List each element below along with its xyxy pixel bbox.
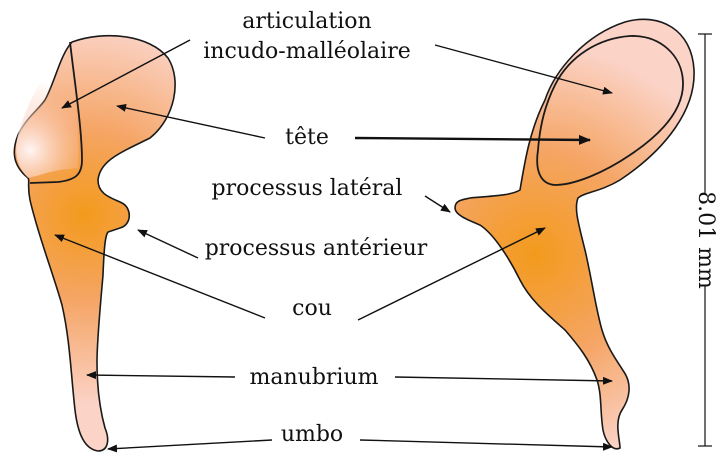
malleus-right-body	[455, 19, 694, 449]
label-processus-anterieur: processus antérieur	[205, 236, 428, 261]
scale-label: 8.01 mm	[693, 191, 718, 289]
label-articulation-line2: incudo-malléolaire	[203, 39, 411, 64]
arrow-processus-anterieur	[138, 230, 198, 258]
labels: articulation incudo-malléolaire tête pro…	[203, 9, 428, 447]
label-processus-lateral: processus latéral	[212, 176, 403, 201]
arrow-umbo-right	[360, 440, 612, 447]
arrow-processus-lateral	[425, 196, 450, 212]
label-manubrium: manubrium	[250, 365, 379, 390]
scale-bar: 8.01 mm	[693, 34, 718, 446]
malleus-left-head-highlight	[16, 58, 78, 178]
label-tete: tête	[285, 125, 329, 150]
arrow-manubrium-right	[395, 377, 612, 381]
label-umbo: umbo	[281, 422, 343, 447]
arrow-umbo-left	[108, 440, 272, 449]
label-articulation-line1: articulation	[242, 9, 371, 34]
malleus-left-view	[14, 36, 175, 451]
label-cou: cou	[292, 296, 332, 321]
malleus-right-view	[455, 19, 694, 449]
arrow-manubrium-left	[87, 375, 235, 377]
